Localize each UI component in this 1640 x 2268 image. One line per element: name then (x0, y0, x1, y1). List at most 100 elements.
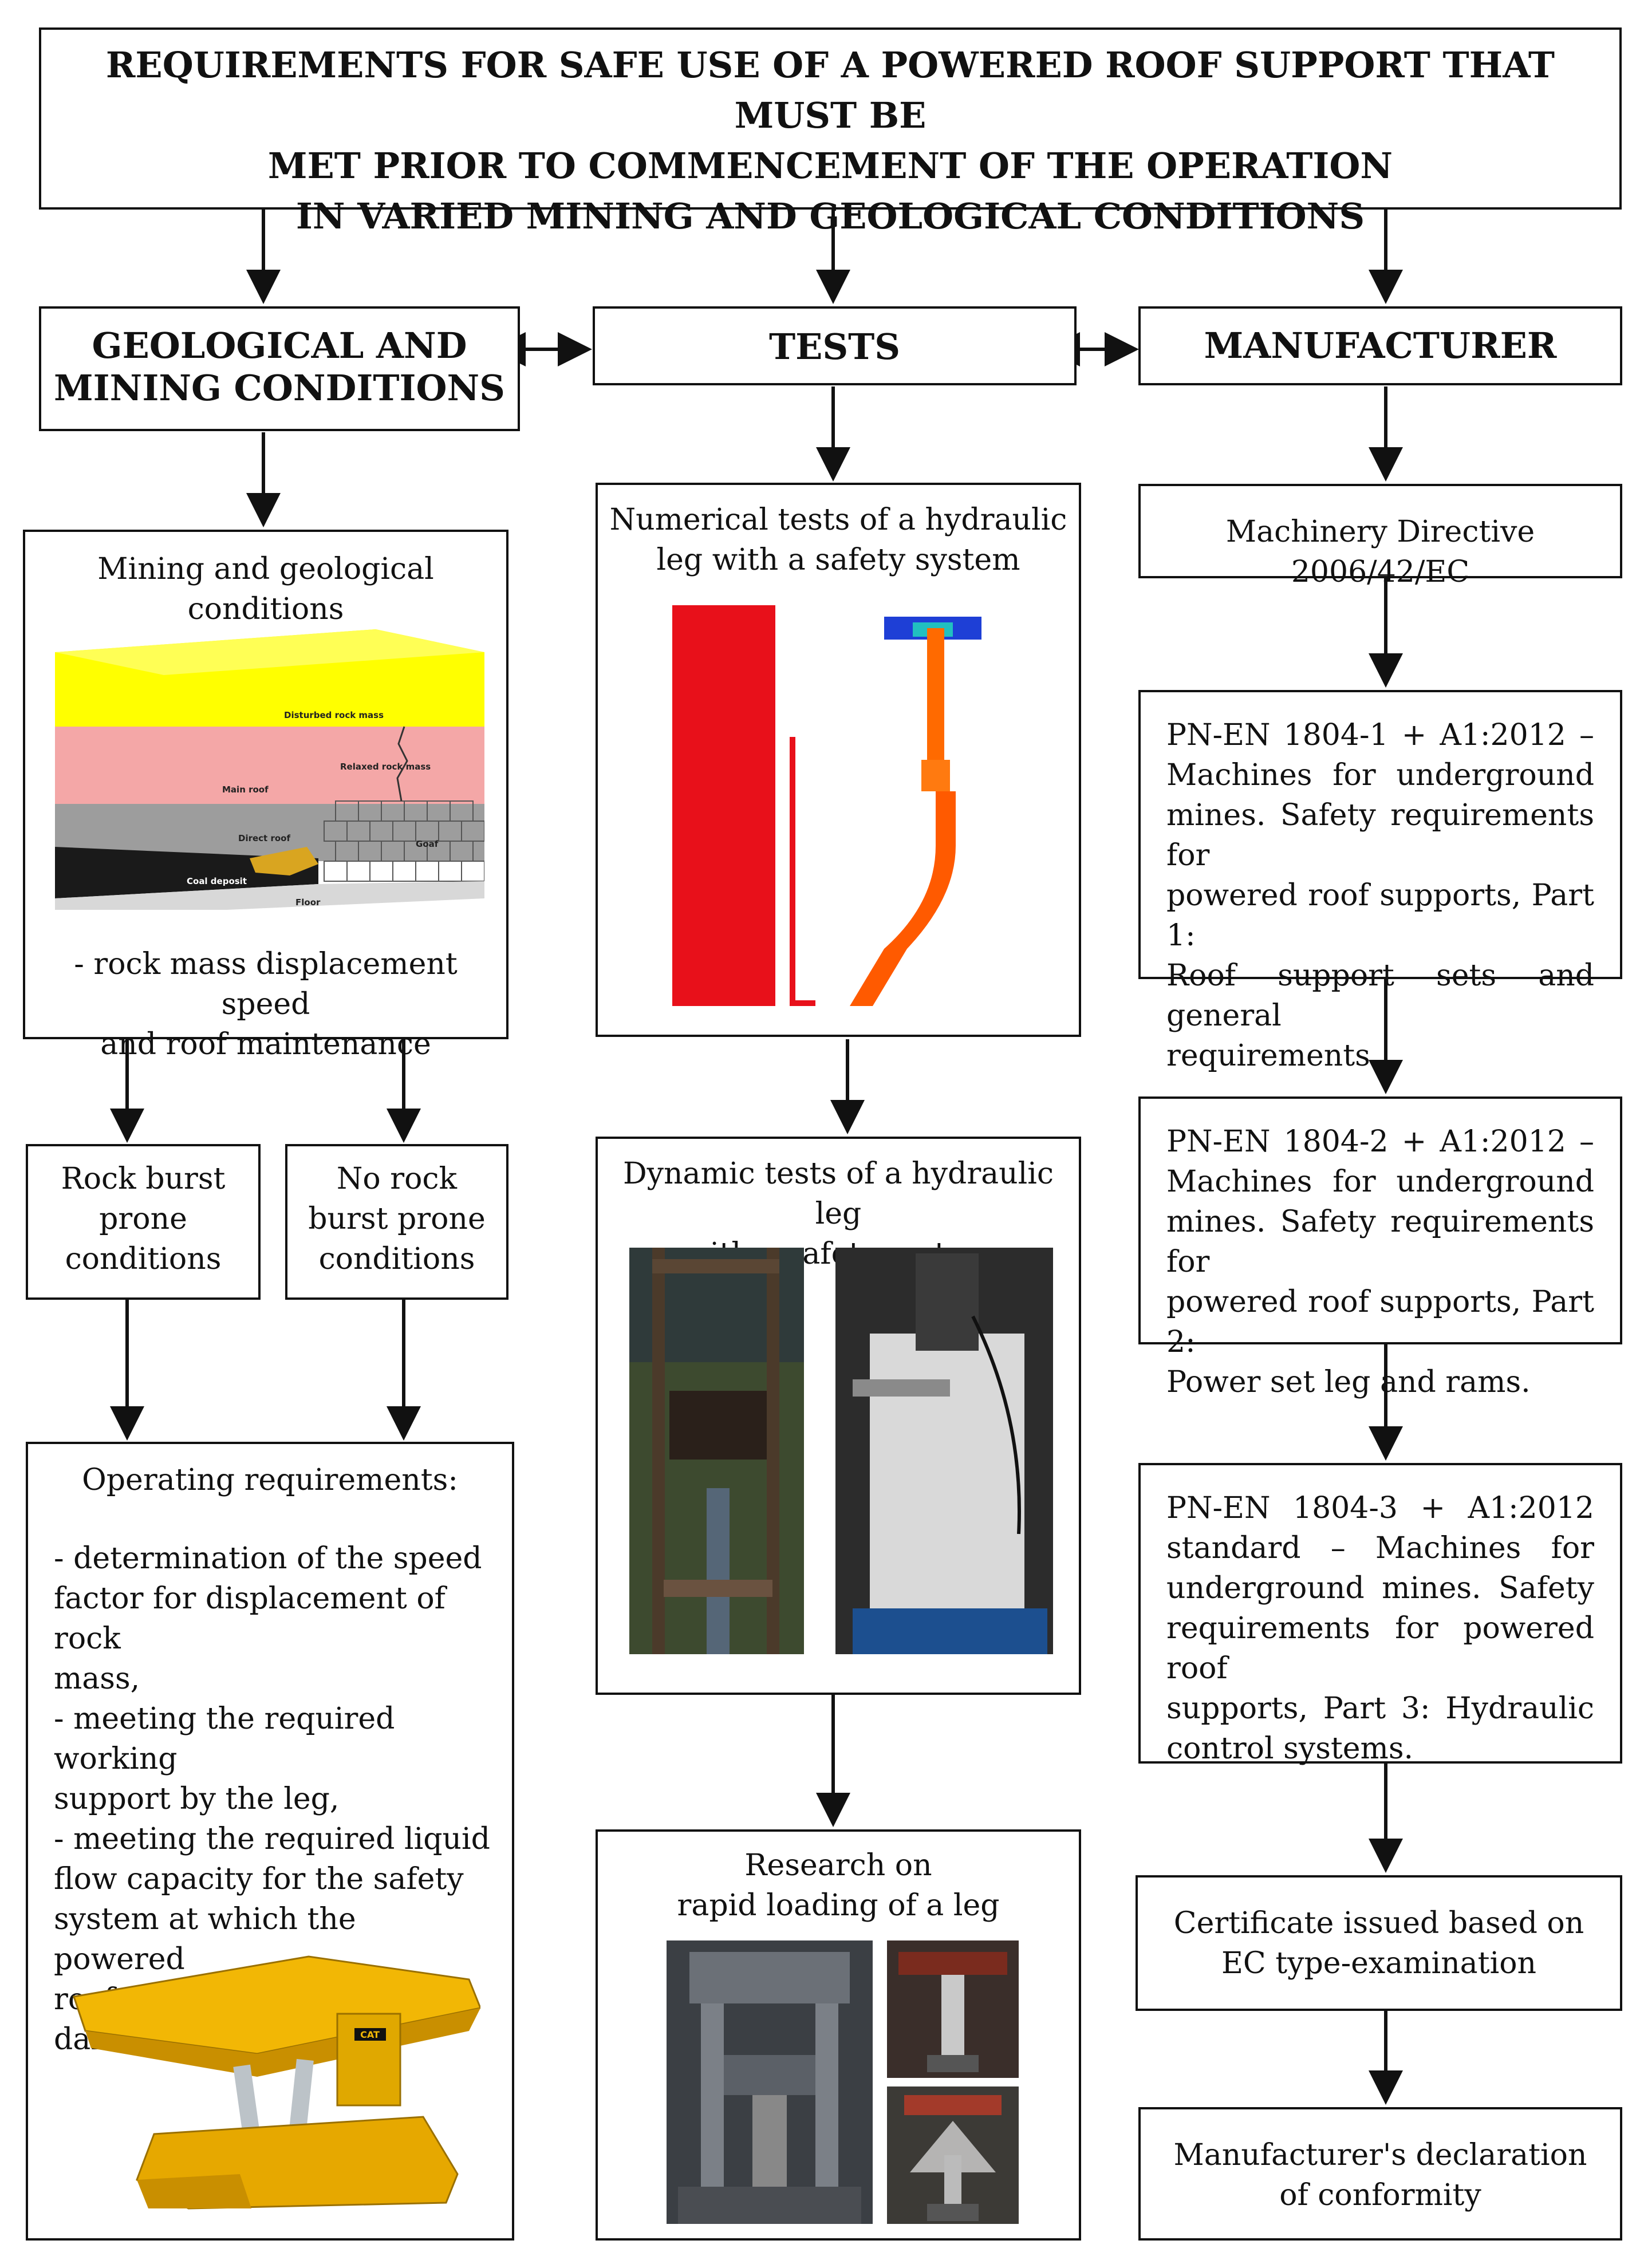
no-rock-burst-line-1: No rock (336, 1162, 458, 1196)
label-disturbed: Disturbed rock mass (284, 710, 384, 720)
en1-line: mines. Safety requirements for (1166, 798, 1594, 873)
no-rock-burst-text: No rock burst prone conditions (287, 1159, 506, 1279)
operating-line: factor for displacement of rock (54, 1581, 446, 1656)
mining-geology-heading-line-1: Mining and geological (97, 552, 434, 586)
numerical-tests-line-2: leg with a safety system (656, 543, 1020, 577)
manufacturer-header: MANUFACTURER (1204, 325, 1557, 366)
numerical-tests-box: Numerical tests of a hydraulic leg with … (596, 483, 1081, 1037)
label-direct-roof: Direct roof (238, 833, 290, 843)
leg-loading-photo-2 (887, 2086, 1019, 2224)
research-box: Research on rapid loading of a leg (596, 1829, 1081, 2241)
operating-line: support by the leg, (54, 1782, 340, 1816)
leg-valve-photo (835, 1248, 1053, 1654)
no-rock-burst-line-2: burst prone (308, 1202, 486, 1236)
dynamic-tests-box: Dynamic tests of a hydraulic leg with a … (596, 1137, 1081, 1695)
title-text: REQUIREMENTS FOR SAFE USE OF A POWERED R… (53, 40, 1608, 242)
no-rock-burst-line-3: conditions (318, 1242, 475, 1276)
mining-geology-note-line-1: - rock mass displacement speed (74, 947, 458, 1021)
directive-box: Machinery Directive 2006/42/EC (1138, 484, 1622, 589)
geology-header-line-2: MINING CONDITIONS (54, 367, 505, 409)
en3-line: control systems. (1166, 1731, 1414, 1766)
mining-geology-heading: Mining and geological conditions (25, 549, 506, 629)
declaration-box: Manufacturer's declaration of conformity (1138, 2107, 1622, 2241)
en-1804-2-box: PN-EN 1804-2 + A1:2012 – Machines for un… (1138, 1096, 1622, 1399)
mining-geology-note: - rock mass displacement speed and roof … (25, 944, 506, 1064)
label-main-roof: Main roof (222, 784, 269, 795)
en1-line: Roof support sets and general (1166, 959, 1594, 1033)
rock-burst-text: Rock burst prone conditions (28, 1159, 258, 1279)
label-coal: Coal deposit (187, 876, 247, 886)
mining-geology-note-line-2: and roof maintenance (100, 1027, 431, 1062)
en3-line: PN-EN 1804-3 + A1:2012 (1166, 1491, 1594, 1525)
research-heading: Research on rapid loading of a leg (598, 1845, 1079, 1926)
title-line-1: REQUIREMENTS FOR SAFE USE OF A POWERED R… (105, 44, 1555, 136)
en-1804-1-text: PN-EN 1804-1 + A1:2012 – Machines for un… (1166, 715, 1594, 1076)
tests-header: TESTS (768, 326, 901, 368)
research-line-2: rapid loading of a leg (677, 1888, 1000, 1923)
certificate-box: Certificate issued based on EC type-exam… (1136, 1875, 1622, 2011)
en2-line: PN-EN 1804-2 + A1:2012 – (1166, 1125, 1594, 1159)
operating-line: - meeting the required working (54, 1702, 395, 1776)
mining-geology-heading-line-2: conditions (187, 592, 344, 626)
geology-header: GEOLOGICAL AND MINING CONDITIONS (41, 325, 518, 410)
numerical-tests-heading: Numerical tests of a hydraulic leg with … (598, 500, 1079, 580)
rock-burst-line-2: prone (99, 1202, 187, 1236)
title-box: REQUIREMENTS FOR SAFE USE OF A POWERED R… (39, 27, 1622, 237)
operating-line: mass, (54, 1662, 140, 1696)
directive-text: Machinery Directive 2006/42/EC (1225, 515, 1535, 589)
en-1804-1-box: PN-EN 1804-1 + A1:2012 – Machines for un… (1138, 690, 1622, 1073)
geology-header-box: GEOLOGICAL AND MINING CONDITIONS (39, 306, 520, 431)
roof-support-illustration: CAT (73, 1955, 480, 2210)
en1-line: Machines for underground (1166, 758, 1594, 792)
tests-header-box: TESTS (593, 306, 1077, 385)
certificate-line-1: Certificate issued based on (1173, 1906, 1584, 1940)
en2-line: powered roof supports, Part 2: (1166, 1285, 1594, 1359)
declaration-text: Manufacturer's declaration of conformity (1141, 2135, 1620, 2215)
numerical-leg-simulation (672, 605, 981, 1006)
drop-test-rig-photo (629, 1248, 804, 1654)
en1-line: requirements. (1166, 1039, 1380, 1073)
operating-line: - determination of the speed (54, 1541, 482, 1576)
geology-header-line-1: GEOLOGICAL AND (92, 325, 467, 366)
en3-line: standard – Machines for (1166, 1531, 1594, 1565)
title-line-2: MET PRIOR TO COMMENCEMENT OF THE OPERATI… (267, 145, 1393, 187)
label-relaxed: Relaxed rock mass (340, 762, 431, 772)
press-photo (667, 1940, 873, 2224)
declaration-line-1: Manufacturer's declaration (1173, 2138, 1587, 2172)
en3-line: underground mines. Safety (1166, 1571, 1594, 1606)
operating-line: - meeting the required liquid (54, 1822, 490, 1856)
operating-requirements-box: Operating requirements: - determination … (26, 1442, 514, 2241)
title-line-3: IN VARIED MINING AND GEOLOGICAL CONDITIO… (295, 195, 1365, 237)
en-1804-3-box: PN-EN 1804-3 + A1:2012 standard – Machin… (1138, 1463, 1622, 1766)
strata-illustration: Disturbed rock mass Relaxed rock mass Ma… (55, 629, 484, 910)
research-line-1: Research on (744, 1848, 932, 1883)
rock-burst-line-3: conditions (65, 1242, 222, 1276)
en1-line: powered roof supports, Part 1: (1166, 878, 1594, 953)
en2-line: Machines for underground (1166, 1165, 1594, 1199)
dynamic-tests-line-1: Dynamic tests of a hydraulic leg (622, 1157, 1054, 1231)
manufacturer-header-box: MANUFACTURER (1138, 306, 1622, 385)
leg-loading-photo-1 (887, 1940, 1019, 2078)
rock-burst-line-1: Rock burst (61, 1162, 226, 1196)
declaration-line-2: of conformity (1279, 2178, 1481, 2212)
rock-burst-box: Rock burst prone conditions (26, 1144, 261, 1300)
label-floor: Floor (295, 897, 321, 908)
certificate-line-2: EC type-examination (1221, 1946, 1537, 1981)
en3-line: supports, Part 3: Hydraulic (1166, 1691, 1594, 1726)
mining-geology-panel: Mining and geological conditions Disturb… (23, 530, 508, 1062)
no-rock-burst-box: No rock burst prone conditions (285, 1144, 508, 1300)
operating-line: flow capacity for the safety (54, 1862, 464, 1896)
operating-line: system at which the powered (54, 1902, 356, 1977)
en2-line: Power set leg and rams. (1166, 1365, 1531, 1399)
cat-logo: CAT (360, 2029, 380, 2040)
operating-heading: Operating requirements: (82, 1463, 458, 1497)
numerical-tests-line-1: Numerical tests of a hydraulic (609, 503, 1067, 537)
en-1804-3-text: PN-EN 1804-3 + A1:2012 standard – Machin… (1166, 1488, 1594, 1769)
en1-line: PN-EN 1804-1 + A1:2012 – (1166, 718, 1594, 752)
certificate-text: Certificate issued based on EC type-exam… (1138, 1903, 1620, 1983)
en-1804-2-text: PN-EN 1804-2 + A1:2012 – Machines for un… (1166, 1122, 1594, 1402)
label-goaf: Goaf (416, 839, 439, 849)
en2-line: mines. Safety requirements for (1166, 1205, 1594, 1279)
en3-line: requirements for powered roof (1166, 1611, 1594, 1686)
